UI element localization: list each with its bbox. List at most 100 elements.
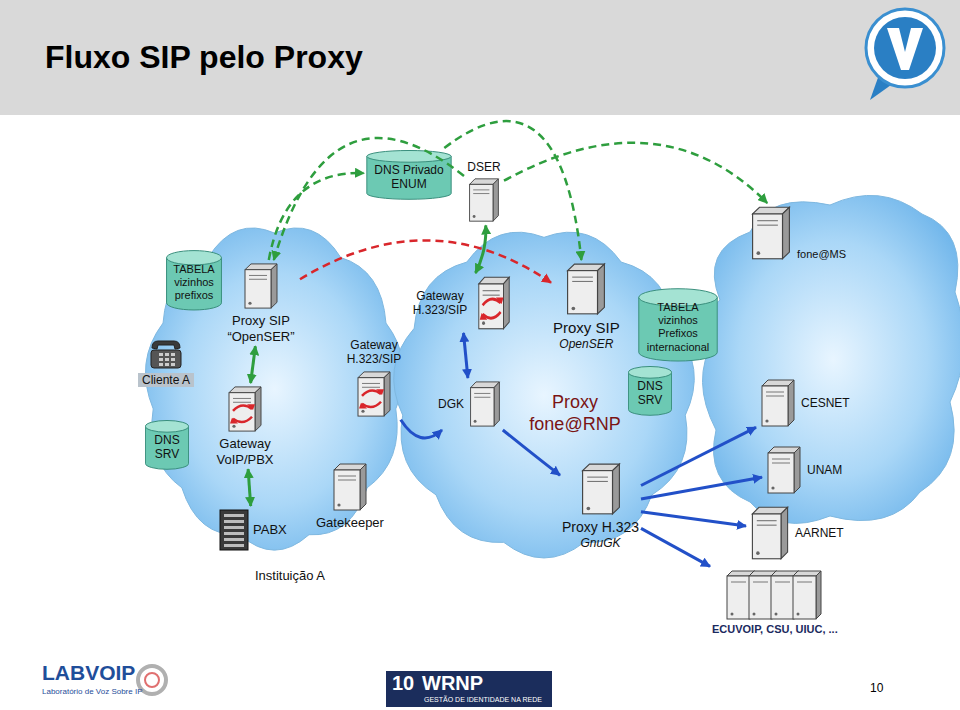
server-icon (568, 271, 598, 314)
pabx-icon (224, 514, 244, 517)
cylinder-shape (367, 156, 451, 199)
device-node: fone@MS (748, 205, 846, 261)
server-icon (758, 378, 798, 428)
cylinder-shape (639, 297, 717, 361)
node-label: Proxy H.323 (562, 519, 639, 536)
device-node: CESNET (758, 378, 850, 428)
server-icon (563, 262, 609, 316)
server-icon (768, 453, 794, 493)
database-cylinder: DNS Privado ENUM (366, 150, 452, 200)
server-icon (764, 445, 804, 495)
server-icon (757, 220, 778, 221)
cylinder-shape (367, 150, 451, 162)
node-label: UNAM (807, 463, 842, 477)
server-icon (232, 425, 235, 428)
node-label: Gatekeeper (316, 515, 384, 531)
server-icon (473, 190, 489, 191)
logo-text: Laboratório de Voz Sobre IP (42, 688, 143, 696)
server-icon (794, 447, 800, 493)
text-block: TABELA vizinhos prefixos (171, 263, 217, 303)
server-icon (572, 307, 576, 310)
server-icon (384, 372, 390, 416)
server-icon (233, 406, 252, 411)
server-group-icon (816, 571, 821, 619)
device-node: Cliente A (138, 338, 194, 387)
server-icon (752, 514, 781, 559)
device-node: ECUVOIP, CSU, UIUC, ... (712, 568, 838, 636)
server-icon (474, 420, 477, 423)
cloud-shape (702, 195, 960, 523)
server-group-icon (725, 568, 825, 620)
server-icon (337, 503, 340, 506)
database-cylinder: TABELA vizinhos Prefixos internacional (638, 288, 718, 362)
connector (641, 512, 746, 526)
server-icon (475, 275, 513, 331)
database-cylinder: TABELA vizinhos prefixos (166, 250, 222, 311)
device-node: UNAM (764, 445, 842, 495)
server-icon (334, 470, 360, 510)
pabx-icon (224, 544, 244, 547)
text-block: UNAM (807, 463, 842, 477)
phone-icon (165, 353, 169, 356)
server-icon (757, 520, 777, 521)
connector (504, 143, 767, 203)
node-label: Gateway H.323/SIP (342, 338, 406, 367)
text-block: Cliente A (138, 373, 194, 387)
node-label: DNS SRV (633, 379, 667, 408)
server-icon (241, 262, 281, 310)
server-icon (470, 185, 493, 222)
phone-icon (148, 338, 184, 370)
server-icon (480, 313, 488, 320)
cylinder-shape (145, 420, 188, 432)
text-block: Gateway VoIP/PBX (210, 436, 280, 467)
server-icon (772, 463, 790, 464)
server-icon (771, 486, 774, 489)
server-icon (467, 380, 503, 428)
device-node: AARNET (748, 505, 844, 561)
server-icon (338, 480, 356, 481)
server-icon (358, 377, 384, 415)
node-label: fone@MS (797, 248, 846, 261)
server-icon (587, 481, 608, 482)
text-block: Gateway H.323/SIP (342, 338, 406, 367)
logo-text: 10 (392, 673, 414, 694)
node-label: ECUVOIP, CSU, UIUC, ... (712, 623, 838, 636)
node-label: DNS Privado ENUM (371, 163, 447, 192)
server-icon (482, 321, 485, 325)
text-block: Instituição A (240, 568, 340, 584)
node-label: TABELA vizinhos prefixos (171, 263, 217, 303)
server-icon (473, 193, 489, 194)
server-icon (762, 386, 788, 426)
server-icon (471, 388, 494, 426)
server-icon (247, 404, 255, 410)
server-group-icon (730, 613, 733, 616)
device-node: DGK (438, 380, 503, 428)
server-icon (748, 205, 794, 261)
server-icon (474, 393, 490, 394)
top-logo (874, 17, 936, 79)
text-block: DNS SRV (633, 379, 667, 408)
server-group-icon (752, 613, 755, 616)
text-block: CESNET (801, 396, 850, 410)
text-block: fone@MS (797, 248, 846, 261)
server-group-icon (749, 576, 772, 619)
server-icon (248, 302, 251, 305)
logo-text: GESTÃO DE IDENTIDADE NA REDE (424, 696, 542, 703)
server-icon (493, 179, 498, 221)
device-node: Gatekeeper (316, 462, 384, 531)
text-block: PABX (253, 522, 287, 538)
server-icon (359, 402, 367, 408)
text-block: AARNET (795, 526, 844, 540)
server-icon (788, 380, 794, 426)
pabx-icon (220, 510, 248, 550)
server-icon (233, 402, 251, 403)
node-label: TABELA vizinhos Prefixos internacional (643, 301, 713, 354)
device-node: Proxy SIP “OpenSER” (224, 262, 298, 344)
server-group-icon (753, 582, 768, 583)
server-icon (587, 477, 608, 478)
phone-icon (152, 341, 180, 349)
phone-icon (171, 358, 175, 361)
server-icon (781, 507, 788, 559)
phone-icon (165, 358, 169, 361)
server-icon (362, 383, 380, 384)
